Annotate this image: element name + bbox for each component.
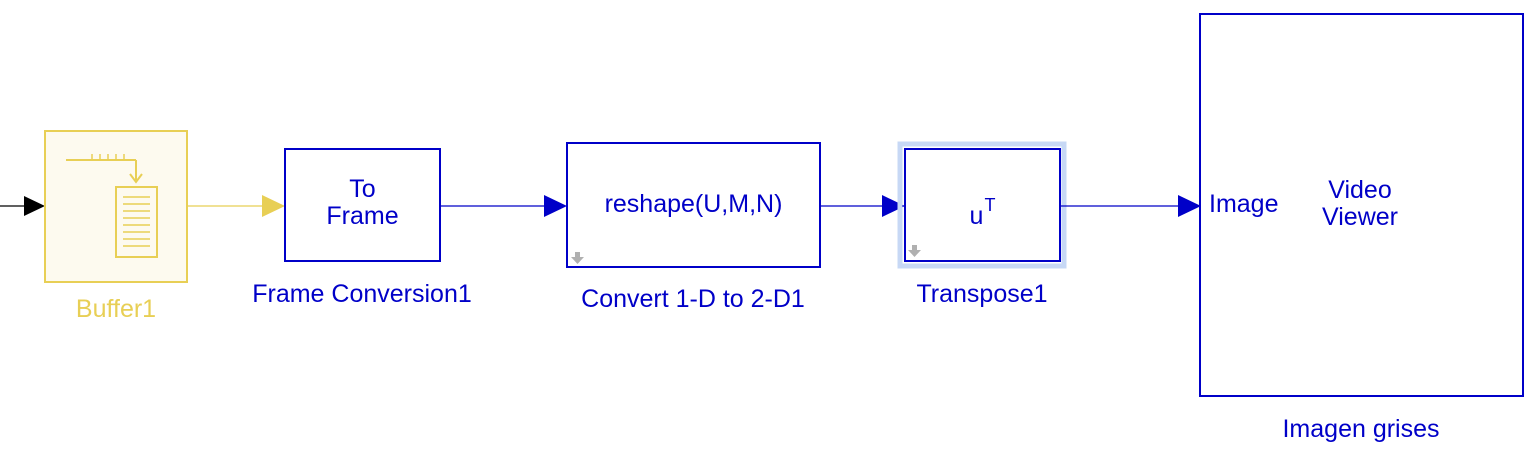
- buffer-icon: [66, 154, 158, 258]
- frame-conversion-text: To Frame: [285, 176, 440, 230]
- arrow-head-icon: [544, 195, 567, 217]
- transpose-block[interactable]: [897, 141, 1067, 269]
- buffer-block[interactable]: [44, 130, 188, 283]
- reshape-block[interactable]: [566, 142, 821, 268]
- arrow-head-icon: [24, 196, 45, 216]
- transpose-superscript: T: [984, 195, 996, 215]
- signal-line-reshape-to-transpose[interactable]: [820, 195, 905, 217]
- signal-line-buffer-to-frame[interactable]: [187, 195, 285, 217]
- frame-conversion-line1: To: [349, 175, 376, 203]
- video-viewer-line1: Video: [1328, 176, 1392, 204]
- selection-halo: [897, 141, 1067, 269]
- buffer-label: Buffer1: [75, 295, 157, 323]
- video-viewer-block[interactable]: [1199, 13, 1524, 397]
- arrow-head-icon: [262, 195, 285, 217]
- transpose-base: u: [969, 202, 984, 230]
- video-viewer-line2: Viewer: [1322, 203, 1398, 231]
- down-arrow-badge-icon: [908, 245, 921, 257]
- signal-line-input[interactable]: [0, 196, 45, 216]
- reshape-text: reshape(U,M,N): [604, 190, 783, 218]
- arrow-head-icon: [882, 195, 905, 217]
- frame-conversion-line2: Frame: [326, 202, 399, 230]
- signal-line-frame-to-reshape[interactable]: [440, 195, 567, 217]
- video-viewer-port-label: Image: [1209, 190, 1279, 218]
- down-arrow-badge-icon: [571, 252, 584, 264]
- transpose-text: uT: [905, 195, 1060, 232]
- reshape-label: Convert 1-D to 2-D1: [581, 285, 805, 313]
- frame-conversion-block[interactable]: [284, 148, 441, 262]
- frame-conversion-label: Frame Conversion1: [252, 280, 472, 308]
- video-viewer-label: Imagen grises: [1282, 415, 1440, 443]
- arrow-head-icon: [1178, 195, 1201, 217]
- video-viewer-title: Video Viewer: [1290, 177, 1430, 231]
- signal-line-transpose-to-viewer[interactable]: [1060, 195, 1201, 217]
- transpose-label: Transpose1: [916, 280, 1048, 308]
